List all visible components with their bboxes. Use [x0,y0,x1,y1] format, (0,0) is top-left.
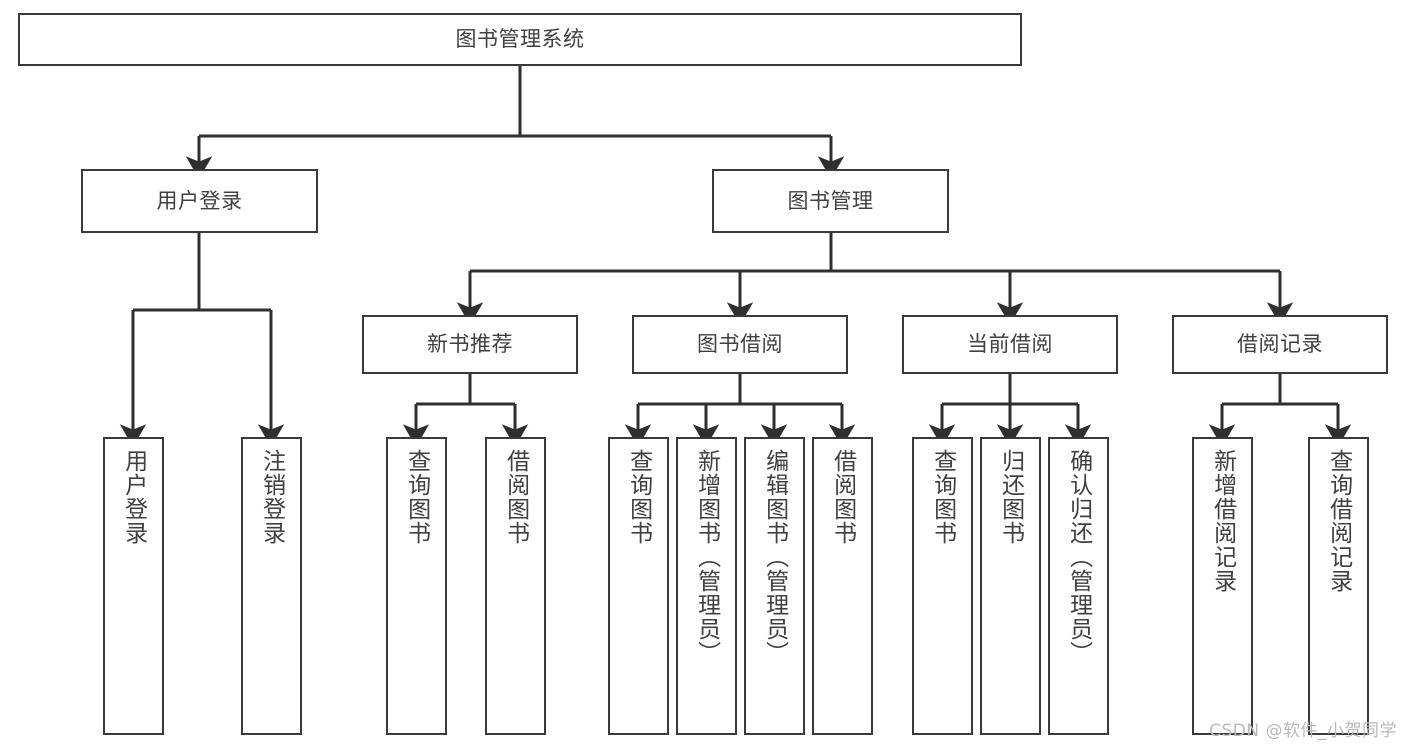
node-leaf-borrow-book-recommend[interactable]: 借阅图书 [485,437,546,735]
node-label: 新书推荐 [427,332,513,357]
node-new-book-recommend[interactable]: 新书推荐 [362,315,578,374]
node-label: 查询图书 [929,449,956,545]
node-book-borrow[interactable]: 图书借阅 [632,315,848,374]
node-label: 查询图书 [403,449,430,545]
node-leaf-logout-login[interactable]: 注销登录 [241,437,302,735]
node-leaf-borrow-book[interactable]: 借阅图书 [812,437,873,735]
node-label: 注销登录 [258,449,285,545]
node-label: 借阅图书 [502,449,529,545]
node-leaf-add-borrow-record[interactable]: 新增借阅记录 [1192,437,1253,735]
node-label: 新增图书（管理员） [693,449,720,665]
node-label: 用户登录 [156,188,243,213]
node-label: 归还图书 [997,449,1024,545]
node-leaf-query-book-current[interactable]: 查询图书 [912,437,973,735]
node-label: 借阅图书 [829,449,856,545]
node-label: 用户登录 [120,449,147,545]
node-label: 查询图书 [625,449,652,545]
node-label: 当前借阅 [967,332,1053,357]
node-leaf-confirm-return[interactable]: 确认归还（管理员） [1048,437,1109,735]
node-label: 确认归还（管理员） [1065,449,1092,665]
node-label: 查询借阅记录 [1325,449,1352,593]
node-borrow-record[interactable]: 借阅记录 [1172,315,1388,374]
node-current-borrow[interactable]: 当前借阅 [902,315,1118,374]
node-leaf-query-book-borrow[interactable]: 查询图书 [608,437,669,735]
node-user-login[interactable]: 用户登录 [81,169,318,233]
node-leaf-query-book-recommend[interactable]: 查询图书 [386,437,447,735]
node-label: 新增借阅记录 [1209,449,1236,593]
node-label: 图书管理 [787,188,874,213]
node-leaf-add-book[interactable]: 新增图书（管理员） [676,437,737,735]
node-label: 图书借阅 [697,332,783,357]
node-label: 编辑图书（管理员） [761,449,788,665]
node-leaf-user-login[interactable]: 用户登录 [103,437,164,735]
node-root-book-management-system[interactable]: 图书管理系统 [18,13,1022,66]
node-label: 借阅记录 [1237,332,1323,357]
watermark-text: CSDN @软件_小贺同学 [1209,721,1397,741]
node-leaf-return-book[interactable]: 归还图书 [980,437,1041,735]
node-leaf-query-borrow-record[interactable]: 查询借阅记录 [1308,437,1369,735]
node-leaf-edit-book[interactable]: 编辑图书（管理员） [744,437,805,735]
node-book-manage[interactable]: 图书管理 [712,169,949,233]
node-label: 图书管理系统 [455,27,585,52]
